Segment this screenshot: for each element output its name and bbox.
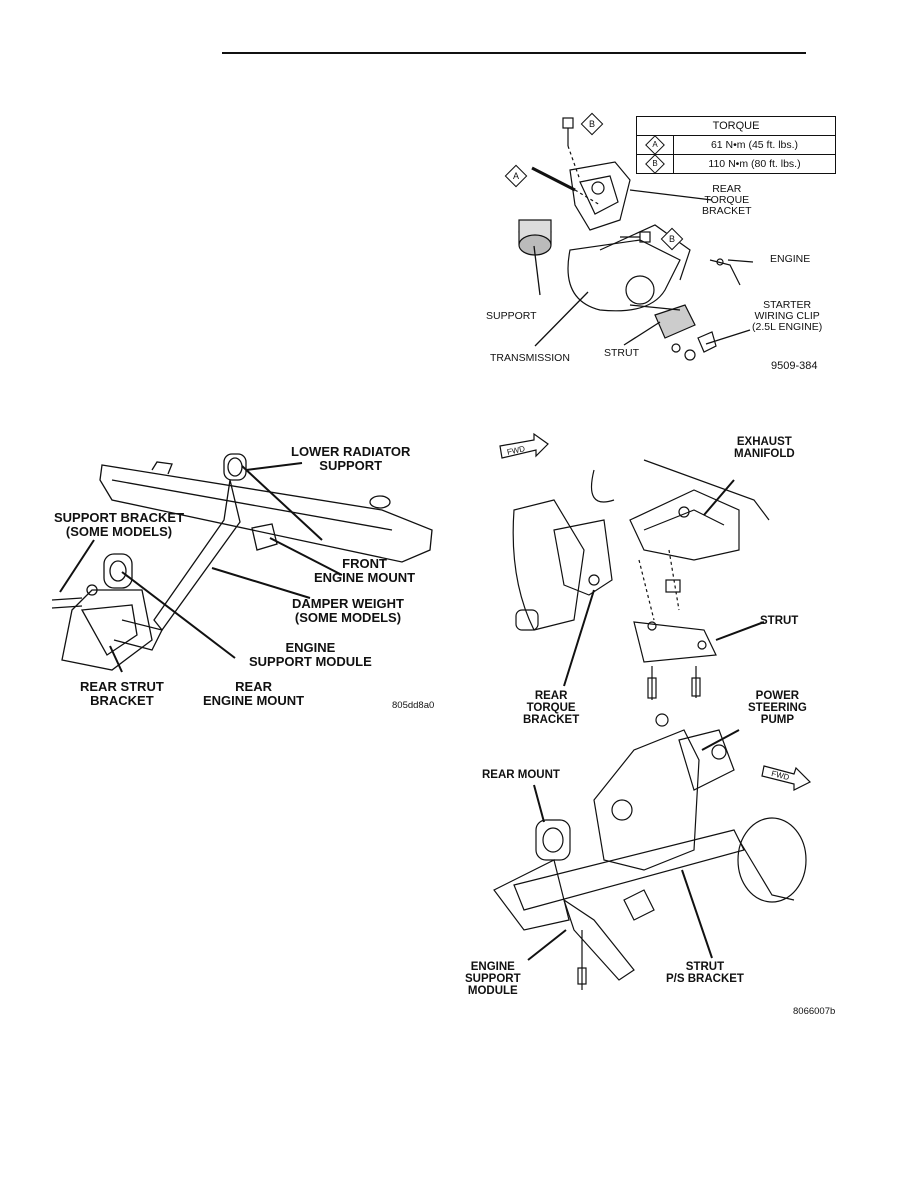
figure-2-illustration [51, 453, 433, 673]
label-strut-3: STRUT [760, 615, 799, 627]
header-rule [222, 52, 806, 54]
label-transmission: TRANSMISSION [490, 352, 570, 364]
label-rear-mount: REAR MOUNT [482, 769, 560, 781]
label-rear-strut-bracket: REAR STRUT BRACKET [80, 679, 164, 708]
label-rear-engine-mount: REAR ENGINE MOUNT [203, 679, 305, 708]
key-b-diamond: B [645, 154, 665, 174]
torque-row-b: B 110 N•m (80 ft. lbs.) [636, 154, 836, 174]
label-exhaust-manifold: EXHAUST MANIFOLD [734, 436, 795, 461]
label-support-bracket: SUPPORT BRACKET (SOME MODELS) [54, 510, 185, 539]
label-front-engine-mount: FRONT ENGINE MOUNT [314, 556, 416, 585]
figure-code-2: 805dd8a0 [392, 700, 435, 711]
torque-header: TORQUE [636, 116, 836, 136]
label-damper-weight: DAMPER WEIGHT (SOME MODELS) [292, 596, 404, 625]
label-strut-1: STRUT [604, 347, 639, 359]
torque-table: TORQUE A 61 N•m (45 ft. lbs.) B 110 N•m … [636, 116, 836, 174]
label-support-1: SUPPORT [486, 310, 537, 322]
figure-1-illustration [518, 117, 754, 361]
figure-code-3: 8066007b [793, 1006, 836, 1017]
label-power-steering-pump: POWER STEERING PUMP [748, 690, 807, 727]
figure-3-illustration [493, 432, 812, 990]
label-rear-torque-bracket-1: REAR TORQUE BRACKET [702, 183, 752, 218]
figure-code-1: 9509-384 [771, 360, 818, 372]
label-engine-1: ENGINE [770, 253, 811, 265]
torque-row-a: A 61 N•m (45 ft. lbs.) [636, 135, 836, 155]
torque-value-b: 110 N•m (80 ft. lbs.) [673, 154, 836, 174]
label-engine-support-module-3: ENGINE SUPPORT MODULE [465, 961, 521, 998]
torque-value-a: 61 N•m (45 ft. lbs.) [673, 135, 836, 155]
key-a-diamond: A [645, 135, 665, 155]
label-starter-wiring-clip: STARTER WIRING CLIP (2.5L ENGINE) [752, 299, 823, 334]
label-engine-support-module-2: ENGINE SUPPORT MODULE [249, 640, 372, 669]
label-strut-ps-bracket: STRUT P/S BRACKET [666, 961, 744, 986]
label-lower-radiator-support: LOWER RADIATOR SUPPORT [291, 444, 411, 473]
label-rear-torque-bracket-3: REAR TORQUE BRACKET [523, 690, 580, 727]
